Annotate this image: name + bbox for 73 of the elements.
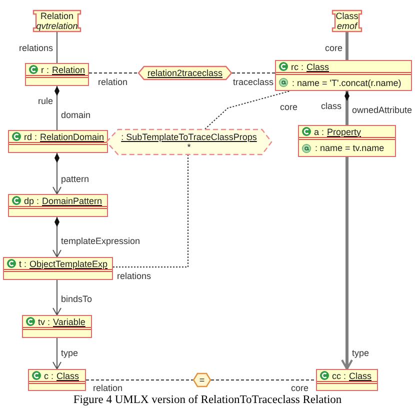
operator-symbol: = bbox=[199, 375, 205, 385]
object-box bbox=[3, 257, 113, 280]
type-name: Class bbox=[56, 370, 80, 380]
object-box bbox=[8, 194, 108, 217]
role-name: core bbox=[279, 102, 299, 112]
instance-name: rd : bbox=[24, 132, 38, 142]
relation-name: relation2traceclass bbox=[147, 68, 223, 78]
arrow bbox=[341, 157, 353, 370]
arrow bbox=[52, 152, 62, 194]
dashed-connector bbox=[232, 72, 276, 74]
connector bbox=[54, 86, 60, 130]
instance-name: c : bbox=[44, 370, 54, 380]
connector bbox=[56, 32, 58, 64]
role-name: pattern bbox=[60, 174, 90, 184]
role-name: bindsTo bbox=[60, 294, 94, 304]
equality-tag bbox=[193, 373, 211, 387]
type-name: Property bbox=[327, 126, 362, 136]
type-name: Variable bbox=[53, 316, 86, 326]
arrow bbox=[52, 280, 62, 316]
object-box bbox=[22, 315, 92, 338]
role-name: core bbox=[324, 43, 344, 53]
instance-name: r : bbox=[41, 64, 49, 74]
role-name: domain bbox=[60, 110, 92, 120]
instance-name: a : bbox=[314, 126, 324, 136]
metaclass-name: Relation bbox=[40, 11, 74, 21]
role-name: traceclass bbox=[232, 77, 275, 87]
role-name: type bbox=[351, 348, 370, 358]
instance-name: tv : bbox=[38, 316, 50, 326]
instance-name: t : bbox=[19, 258, 27, 268]
instance-name: cc : bbox=[332, 370, 346, 380]
role-name: type bbox=[60, 348, 80, 358]
type-name: ObjectTemplateExp bbox=[30, 258, 108, 268]
relation-call-tag bbox=[138, 66, 232, 80]
role-name: rule bbox=[37, 96, 54, 106]
role-name: relations bbox=[18, 43, 54, 53]
multiplicity: * bbox=[187, 142, 191, 152]
role-name: templateExpression bbox=[60, 236, 142, 246]
object-box bbox=[298, 125, 396, 157]
connector bbox=[346, 32, 348, 60]
object-box bbox=[316, 369, 378, 391]
type-name: Relation bbox=[52, 64, 86, 74]
role-name: relation bbox=[97, 77, 129, 87]
dashed-connector bbox=[204, 90, 290, 130]
role-name: relation bbox=[92, 383, 124, 393]
model-name: qvtrelation bbox=[36, 21, 78, 31]
role-name: relations bbox=[116, 271, 152, 281]
template-name: : SubTemplateToTraceClassProps bbox=[121, 132, 257, 142]
object-box bbox=[25, 63, 89, 86]
type-name: DomainPattern bbox=[42, 196, 102, 206]
instance-name: dp : bbox=[24, 196, 40, 206]
object-box bbox=[28, 369, 86, 391]
type-name: Class bbox=[306, 62, 330, 72]
type-name: Class bbox=[349, 370, 372, 380]
template-call-tag bbox=[106, 129, 272, 155]
role-name: core bbox=[290, 383, 310, 393]
object-box bbox=[275, 60, 412, 91]
model-tag bbox=[332, 10, 362, 32]
model-tag bbox=[33, 10, 81, 32]
role-name: class bbox=[320, 101, 343, 111]
role-name: ownedAttribute bbox=[351, 105, 414, 115]
type-name: RelationDomain bbox=[40, 132, 104, 142]
arrow bbox=[52, 338, 62, 370]
dashed-connector bbox=[112, 154, 188, 268]
instance-name: rc : bbox=[291, 62, 304, 72]
connector bbox=[344, 91, 350, 125]
arrow bbox=[52, 216, 62, 258]
dashed-connector bbox=[88, 72, 138, 74]
figure-caption: Figure 4 UMLX version of RelationToTraceclass Relation bbox=[73, 394, 342, 406]
metaclass-name: Class bbox=[336, 11, 358, 21]
attribute-expression: : name = tv.name bbox=[315, 143, 384, 153]
attribute-expression: : name = 'T'.concat(r.name) bbox=[292, 78, 402, 88]
object-box bbox=[8, 130, 108, 153]
model-name: emof bbox=[336, 21, 357, 31]
